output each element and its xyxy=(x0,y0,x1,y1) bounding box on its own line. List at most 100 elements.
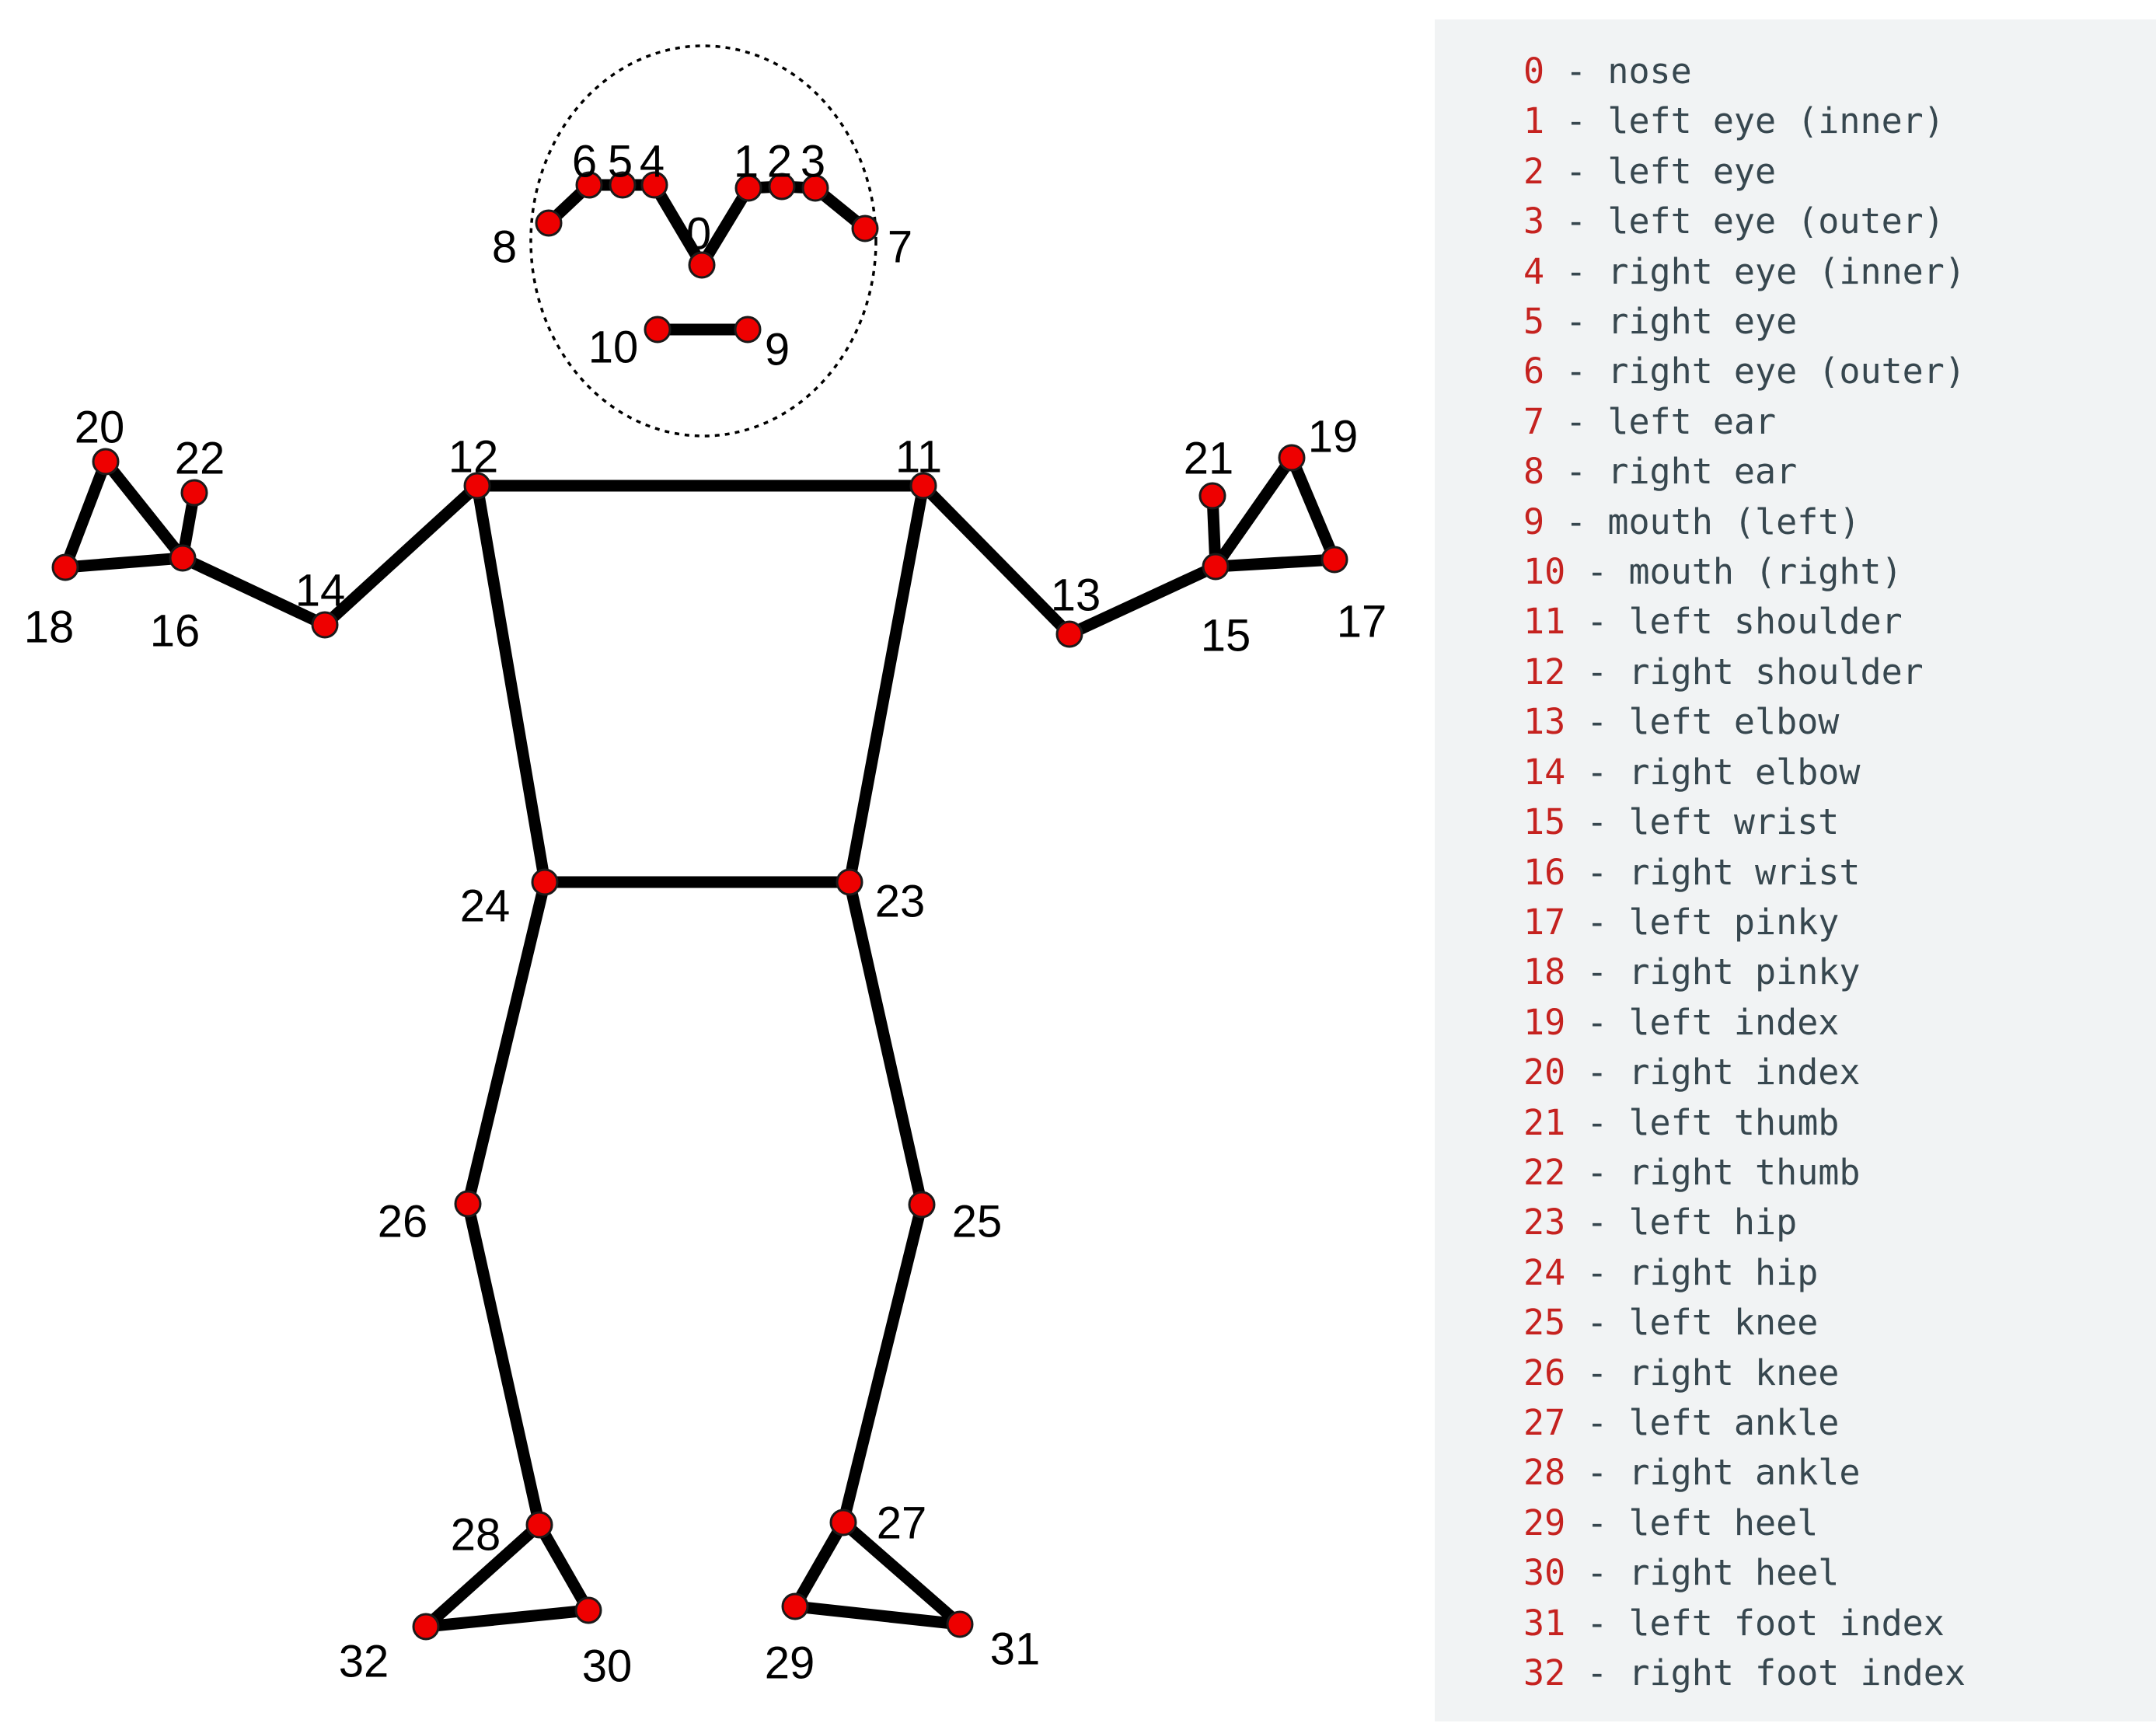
legend-label: right thumb xyxy=(1628,1151,1861,1193)
legend-label: right hip xyxy=(1628,1251,1819,1293)
legend-number: 19 xyxy=(1523,1001,1566,1043)
legend-separator: - xyxy=(1565,1202,1629,1243)
legend-label: left hip xyxy=(1628,1202,1798,1243)
legend-number: 10 xyxy=(1523,551,1566,593)
bone-25-27 xyxy=(837,1198,928,1529)
legend-separator: - xyxy=(1544,250,1608,292)
joint-label-2: 2 xyxy=(767,137,792,187)
legend-label: right pinky xyxy=(1628,951,1861,993)
legend-item: 5 - right eye xyxy=(1523,297,1966,347)
legend-number: 18 xyxy=(1523,951,1566,993)
legend-number: 31 xyxy=(1523,1602,1566,1644)
legend-label: mouth (right) xyxy=(1628,551,1903,593)
joint-label-14: 14 xyxy=(295,566,346,616)
legend-label: left eye (outer) xyxy=(1607,201,1945,242)
bone-13-15 xyxy=(1063,560,1222,640)
legend-separator: - xyxy=(1565,1602,1629,1644)
legend-separator: - xyxy=(1544,301,1608,343)
legend-label: right index xyxy=(1628,1052,1861,1093)
joint-4 xyxy=(640,171,668,199)
legend-item: 15 - left wrist xyxy=(1523,797,1966,847)
legend-number: 8 xyxy=(1523,451,1545,493)
legend-separator: - xyxy=(1565,1652,1629,1693)
legend-label: left eye (inner) xyxy=(1607,100,1945,142)
bone-24-26 xyxy=(462,876,551,1210)
legend-label: right wrist xyxy=(1628,851,1861,893)
joint-29 xyxy=(781,1592,809,1620)
bone-18-20 xyxy=(59,455,112,574)
joint-label-10: 10 xyxy=(588,323,639,373)
legend-label: left knee xyxy=(1628,1302,1819,1344)
legend-item: 18 - right pinky xyxy=(1523,947,1966,997)
legend-separator: - xyxy=(1565,701,1629,743)
legend-label: left heel xyxy=(1628,1502,1819,1543)
legend-number: 32 xyxy=(1523,1652,1566,1693)
bone-11-13 xyxy=(917,480,1076,640)
legend-number: 15 xyxy=(1523,801,1566,843)
legend-separator: - xyxy=(1544,451,1608,493)
joint-label-24: 24 xyxy=(460,881,511,932)
legend-separator: - xyxy=(1565,851,1629,893)
joint-28 xyxy=(525,1511,553,1539)
joint-2 xyxy=(768,173,796,201)
joint-label-27: 27 xyxy=(877,1498,927,1549)
legend-label: left shoulder xyxy=(1628,601,1903,643)
legend-separator: - xyxy=(1565,1452,1629,1494)
legend-separator: - xyxy=(1565,1101,1629,1143)
legend-separator: - xyxy=(1544,201,1608,242)
legend-label: left ankle xyxy=(1628,1401,1840,1443)
joint-18 xyxy=(51,553,79,581)
legend-separator: - xyxy=(1565,901,1629,943)
joint-label-23: 23 xyxy=(875,877,926,927)
joint-label-16: 16 xyxy=(150,606,201,657)
joint-label-22: 22 xyxy=(175,434,225,484)
legend-number: 17 xyxy=(1523,901,1566,943)
legend-item: 24 - right hip xyxy=(1523,1248,1966,1298)
legend-number: 25 xyxy=(1523,1302,1566,1344)
legend-item: 20 - right index xyxy=(1523,1048,1966,1097)
joint-label-18: 18 xyxy=(24,602,75,653)
joint-label-13: 13 xyxy=(1051,570,1101,621)
legend-label: right ankle xyxy=(1628,1452,1861,1494)
legend-number: 16 xyxy=(1523,851,1566,893)
bone-12-24 xyxy=(471,480,551,888)
legend-separator: - xyxy=(1565,1052,1629,1093)
legend-item: 30 - right heel xyxy=(1523,1548,1966,1598)
legend-separator: - xyxy=(1565,751,1629,793)
legend-number: 30 xyxy=(1523,1552,1566,1594)
legend-number: 28 xyxy=(1523,1452,1566,1494)
bone-29-31 xyxy=(789,1600,966,1631)
legend-item: 22 - right thumb xyxy=(1523,1148,1966,1198)
joint-26 xyxy=(454,1190,482,1218)
legend-label: left thumb xyxy=(1628,1101,1840,1143)
bone-12-14 xyxy=(319,480,483,631)
legend-number: 21 xyxy=(1523,1101,1566,1143)
joint-9 xyxy=(734,316,762,344)
legend-separator: - xyxy=(1565,1552,1629,1594)
joint-20 xyxy=(92,448,120,476)
legend-item: 27 - left ankle xyxy=(1523,1398,1966,1448)
legend-separator: - xyxy=(1565,951,1629,993)
bone-27-29 xyxy=(789,1516,849,1613)
legend-separator: - xyxy=(1544,51,1608,92)
bone-14-16 xyxy=(176,552,331,631)
legend-number: 3 xyxy=(1523,201,1545,242)
bone-0-1 xyxy=(696,182,755,271)
bone-15-17 xyxy=(1209,553,1341,573)
legend-item: 14 - right elbow xyxy=(1523,748,1966,797)
legend-separator: - xyxy=(1544,150,1608,192)
legend-number: 24 xyxy=(1523,1251,1566,1293)
legend-item: 3 - left eye (outer) xyxy=(1523,197,1966,246)
legend-number: 5 xyxy=(1523,301,1545,343)
legend-item: 16 - right wrist xyxy=(1523,848,1966,898)
legend-label: right heel xyxy=(1628,1552,1840,1594)
joint-3 xyxy=(801,174,829,202)
joint-label-8: 8 xyxy=(492,222,517,273)
legend-number: 22 xyxy=(1523,1151,1566,1193)
joint-17 xyxy=(1320,546,1348,574)
bone-17-19 xyxy=(1286,452,1341,566)
legend-separator: - xyxy=(1565,551,1629,593)
joint-label-7: 7 xyxy=(888,222,912,273)
